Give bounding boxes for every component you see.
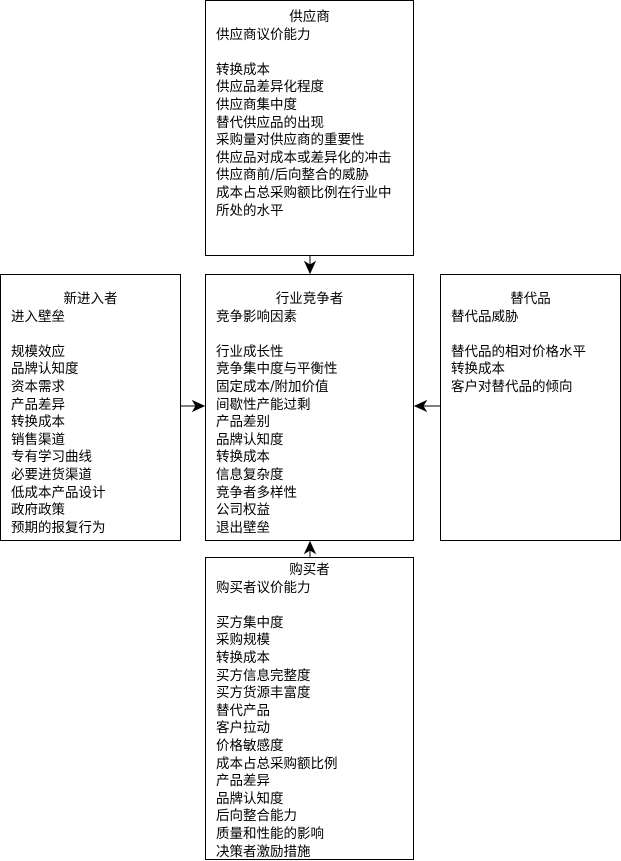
substitute-items: 替代品的相对价格水平转换成本客户对替代品的倾向 — [451, 344, 620, 397]
list-item: 产品差异 — [216, 773, 413, 791]
list-item: 买方集中度 — [216, 615, 413, 633]
list-item: 买方货源丰富度 — [216, 685, 413, 703]
list-item: 固定成本/附加价值 — [216, 379, 413, 397]
list-item: 预期的报复行为 — [11, 520, 180, 538]
list-item: 采购量对供应商的重要性 — [216, 132, 413, 150]
entrant-items: 规模效应品牌认知度资本需求产品差异转换成本销售渠道专有学习曲线必要进货渠道低成本… — [11, 344, 180, 538]
list-item: 客户对替代品的倾向 — [451, 379, 620, 397]
list-item: 品牌认知度 — [216, 791, 413, 809]
list-item: 政府政策 — [11, 502, 180, 520]
list-item: 成本占总采购额比例在行业中 — [216, 185, 413, 203]
list-item: 替代供应品的出现 — [216, 115, 413, 133]
list-item: 质量和性能的影响 — [216, 826, 413, 844]
list-item: 公司权益 — [216, 502, 413, 520]
buyer-items: 买方集中度采购规模转换成本买方信息完整度买方货源丰富度替代产品客户拉动价格敏感度… — [216, 615, 413, 861]
list-item: 销售渠道 — [11, 432, 180, 450]
arrow-supplier-to-rivalry — [305, 256, 315, 273]
list-item: 客户拉动 — [216, 720, 413, 738]
buyer-title: 购买者 — [216, 562, 413, 580]
new-entrant-box: 新进入者 进入壁垒 规模效应品牌认知度资本需求产品差异转换成本销售渠道专有学习曲… — [0, 274, 181, 541]
list-item: 资本需求 — [11, 379, 180, 397]
list-item: 后向整合能力 — [216, 808, 413, 826]
list-item: 低成本产品设计 — [11, 485, 180, 503]
substitute-subtitle: 替代品威胁 — [451, 309, 620, 327]
rivalry-subtitle: 竞争影响因素 — [216, 309, 413, 327]
list-item: 规模效应 — [11, 344, 180, 362]
list-item: 供应品差异化程度 — [216, 79, 413, 97]
list-item: 供应商前/后向整合的威胁 — [216, 167, 413, 185]
arrow-substitute-to-rivalry — [415, 401, 440, 411]
rivalry-title: 行业竞争者 — [216, 291, 413, 309]
list-item: 转换成本 — [216, 449, 413, 467]
list-item: 转换成本 — [11, 414, 180, 432]
list-item: 决策者激励措施 — [216, 844, 413, 861]
supplier-subtitle: 供应商议价能力 — [216, 27, 413, 45]
list-item: 成本占总采购额比例 — [216, 756, 413, 774]
substitute-title: 替代品 — [451, 291, 620, 309]
list-item: 竞争者多样性 — [216, 485, 413, 503]
buyer-box: 购买者 购买者议价能力 买方集中度采购规模转换成本买方信息完整度买方货源丰富度替… — [205, 557, 414, 860]
list-item: 信息复杂度 — [216, 467, 413, 485]
list-item: 转换成本 — [216, 650, 413, 668]
list-item: 品牌认知度 — [11, 361, 180, 379]
list-item: 采购规模 — [216, 632, 413, 650]
list-item: 竞争集中度与平衡性 — [216, 361, 413, 379]
substitute-box: 替代品 替代品威胁 替代品的相对价格水平转换成本客户对替代品的倾向 — [440, 274, 621, 541]
list-item: 替代品的相对价格水平 — [451, 344, 620, 362]
list-item: 行业成长性 — [216, 344, 413, 362]
list-item: 退出壁垒 — [216, 520, 413, 538]
arrow-entrant-to-rivalry — [181, 401, 204, 411]
list-item: 产品差别 — [216, 414, 413, 432]
list-item: 专有学习曲线 — [11, 449, 180, 467]
supplier-items: 转换成本供应品差异化程度供应商集中度替代供应品的出现采购量对供应商的重要性供应品… — [216, 62, 413, 220]
buyer-subtitle: 购买者议价能力 — [216, 580, 413, 598]
list-item: 买方信息完整度 — [216, 668, 413, 686]
list-item: 品牌认知度 — [216, 432, 413, 450]
list-item: 替代产品 — [216, 703, 413, 721]
list-item: 产品差异 — [11, 397, 180, 415]
supplier-box: 供应商 供应商议价能力 转换成本供应品差异化程度供应商集中度替代供应品的出现采购… — [205, 0, 414, 256]
list-item: 所处的水平 — [216, 203, 413, 221]
list-item: 转换成本 — [451, 361, 620, 379]
list-item: 间歇性产能过剩 — [216, 397, 413, 415]
list-item: 转换成本 — [216, 62, 413, 80]
list-item: 供应商集中度 — [216, 97, 413, 115]
entrant-subtitle: 进入壁垒 — [11, 309, 180, 327]
list-item: 供应品对成本或差异化的冲击 — [216, 150, 413, 168]
list-item: 必要进货渠道 — [11, 467, 180, 485]
list-item: 价格敏感度 — [216, 738, 413, 756]
supplier-title: 供应商 — [216, 9, 413, 27]
rivalry-items: 行业成长性竞争集中度与平衡性固定成本/附加价值间歇性产能过剩产品差别品牌认知度转… — [216, 344, 413, 538]
entrant-title: 新进入者 — [11, 291, 180, 309]
rivalry-box: 行业竞争者 竞争影响因素 行业成长性竞争集中度与平衡性固定成本/附加价值间歇性产… — [205, 274, 414, 541]
arrow-buyer-to-rivalry — [305, 542, 315, 557]
